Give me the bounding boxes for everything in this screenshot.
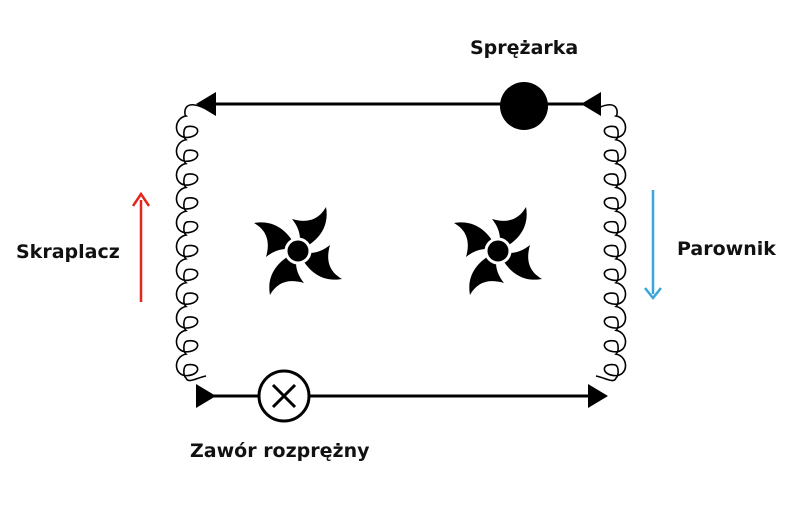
evaporator-coil-icon bbox=[595, 104, 627, 382]
condenser-coil-icon bbox=[175, 104, 207, 382]
evaporator-label: Parownik bbox=[677, 238, 776, 260]
bottom-left-arrow-icon bbox=[196, 384, 216, 408]
evaporator-flow-arrow-icon bbox=[644, 190, 662, 301]
top-left-arrow-icon bbox=[196, 92, 216, 116]
expansion-valve-label: Zawór rozprężny bbox=[190, 440, 370, 462]
bottom-right-arrow-icon bbox=[588, 384, 608, 408]
left-fan-icon bbox=[252, 205, 344, 297]
compressor-icon bbox=[500, 82, 548, 130]
condenser-label: Skraplacz bbox=[16, 241, 120, 263]
right-fan-icon bbox=[452, 205, 544, 297]
top-right-arrow-icon bbox=[581, 92, 601, 116]
compressor-label: Sprężarka bbox=[470, 37, 579, 59]
condenser-flow-arrow-icon bbox=[131, 191, 151, 302]
expansion-valve-icon bbox=[257, 369, 311, 423]
